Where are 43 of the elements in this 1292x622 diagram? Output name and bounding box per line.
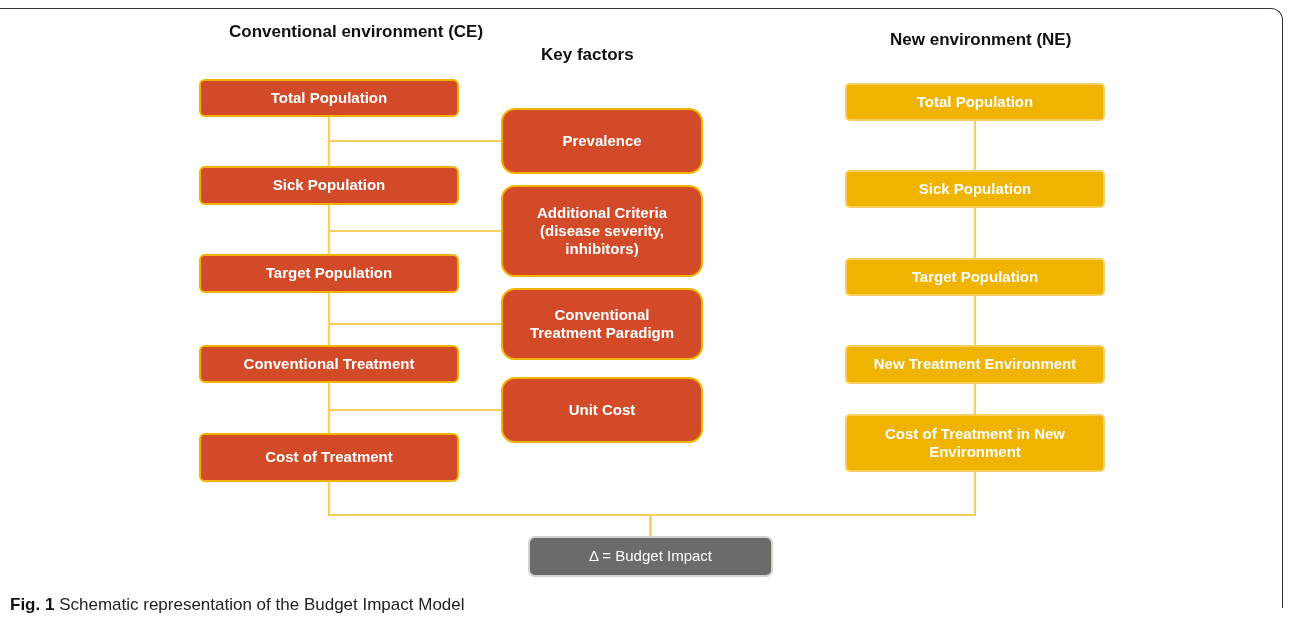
process-box: [199, 166, 459, 205]
box-label: Δ = Budget Impact: [589, 547, 712, 566]
box-label: Cost of Treatment in New Environment: [884, 424, 1066, 462]
box-label: Sick Population: [918, 179, 1032, 199]
connector-line: [649, 472, 977, 536]
process-box: [845, 345, 1105, 384]
box-label: Target Population: [265, 264, 393, 283]
process-box: [199, 433, 459, 482]
section-heading: Key factors: [541, 45, 634, 65]
process-box: [845, 83, 1105, 121]
box-label: Total Population: [270, 88, 388, 108]
box-label: Target Population: [911, 267, 1039, 287]
process-box: [501, 288, 703, 360]
connector-line: [973, 208, 977, 258]
figure-caption: Fig. 1 Schematic representation of the Budget Impact Model: [10, 595, 465, 615]
box-label: Total Population: [916, 92, 1034, 112]
connector-line: [327, 139, 501, 166]
process-box: [501, 185, 703, 277]
connector-line: [327, 229, 501, 254]
box-label: Conventional Treatment: [243, 354, 415, 374]
connector-line: [973, 121, 977, 170]
connector-line: [327, 408, 501, 433]
box-label: Cost of Treatment: [265, 448, 393, 467]
box-label: Unit Cost: [568, 400, 636, 420]
connector-line: [973, 296, 977, 345]
section-heading: Conventional environment (CE): [229, 22, 484, 42]
process-box: [199, 345, 459, 383]
box-label: Additional Criteria (disease severity, inhibitors): [536, 203, 668, 259]
result-box: [528, 536, 773, 577]
process-box: [501, 377, 703, 443]
process-box: [845, 258, 1105, 296]
box-label: New Treatment Environment: [873, 355, 1077, 374]
connector-line: [327, 322, 501, 345]
box-label: Prevalence: [562, 131, 642, 151]
process-box: [199, 254, 459, 293]
connector-line: [973, 384, 977, 414]
process-box: [845, 170, 1105, 208]
process-box: [845, 414, 1105, 472]
process-box: [501, 108, 703, 174]
box-label: Sick Population: [272, 176, 386, 195]
section-heading: New environment (NE): [890, 30, 1072, 50]
process-box: [199, 79, 459, 117]
box-label: Conventional Treatment Paradigm: [528, 305, 676, 343]
